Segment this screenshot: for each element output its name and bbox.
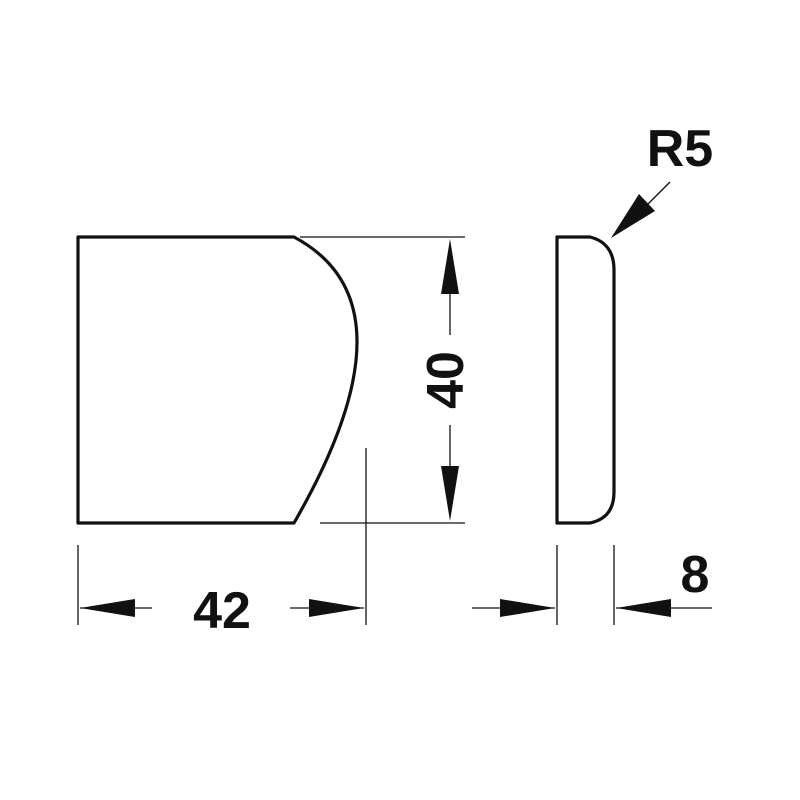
- front-view-outline: [76, 235, 359, 525]
- width-arrow-left: [80, 599, 135, 617]
- thickness-arrow-left: [500, 599, 555, 617]
- height-label: 40: [417, 351, 475, 409]
- height-arrow-top: [441, 239, 459, 294]
- radius-arrow: [611, 194, 655, 238]
- width-label: 42: [193, 582, 251, 640]
- thickness-arrow-right: [616, 599, 671, 617]
- radius-leader-line: [644, 181, 671, 208]
- side-view-outline: [555, 235, 616, 525]
- radius-label: R5: [647, 120, 713, 178]
- height-arrow-bottom: [441, 466, 459, 521]
- width-arrow-right: [309, 599, 364, 617]
- thickness-label: 8: [681, 546, 710, 604]
